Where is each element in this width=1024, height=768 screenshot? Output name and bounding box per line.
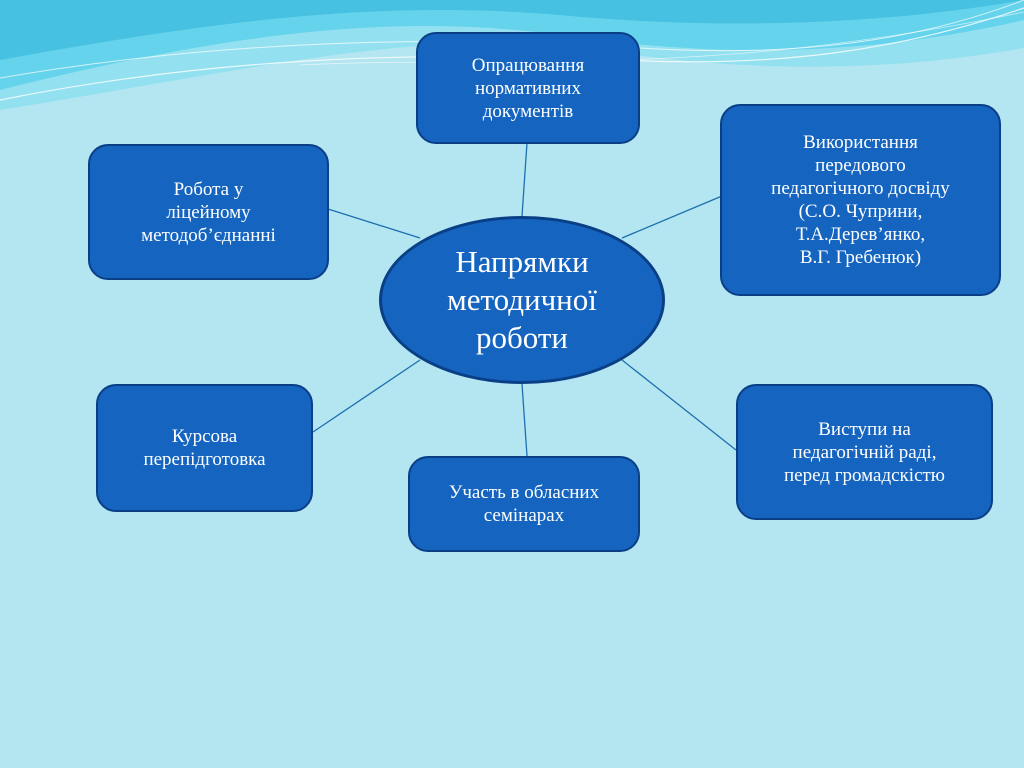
node-documents: Опрацювання нормативних документів [416,32,640,144]
connector-seminars [521,383,528,457]
connector-courses [312,359,421,433]
connector-experience [621,195,723,239]
node-seminars: Участь в обласних семінарах [408,456,640,552]
connector-documents [521,142,528,217]
node-courses: Курсова перепідготовка [96,384,313,512]
node-lyceum: Робота у ліцейному методоб’єднанні [88,144,329,280]
connector-speeches [621,359,737,451]
node-experience: Використання передового педагогічного до… [720,104,1001,296]
node-speeches: Виступи на педагогічній раді, перед гром… [736,384,993,520]
connector-lyceum [327,208,421,239]
center-node: Напрямки методичної роботи [379,216,665,384]
